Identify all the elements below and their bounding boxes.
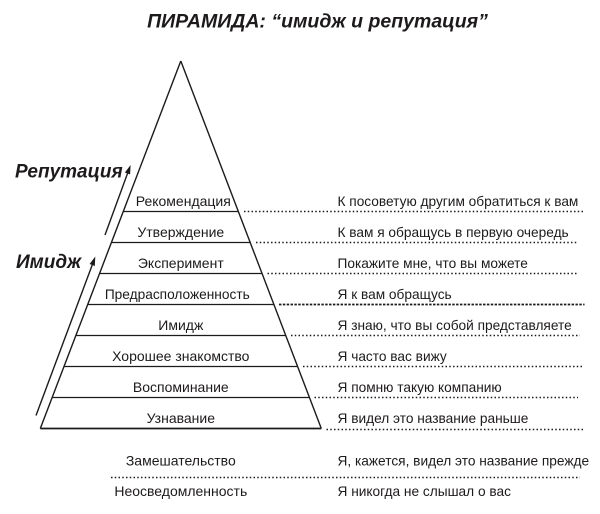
svg-text:Я к вам обращусь: Я к вам обращусь [338, 287, 452, 302]
svg-text:Хорошее знакомство: Хорошее знакомство [112, 348, 250, 364]
svg-text:К посоветую другим обратиться: К посоветую другим обратиться к вам [338, 194, 579, 209]
svg-text:К вам я обращусь в первую очер: К вам я обращусь в первую очередь [338, 225, 569, 240]
svg-text:Я видел это название раньше: Я видел это название раньше [338, 411, 529, 426]
svg-text:Рекомендация: Рекомендация [136, 193, 231, 209]
svg-text:Узнавание: Узнавание [147, 410, 216, 426]
svg-text:Покажите мне, что вы можете: Покажите мне, что вы можете [338, 256, 528, 271]
svg-text:Репутация: Репутация [15, 162, 123, 183]
svg-text:Я помню такую компанию: Я помню такую компанию [338, 380, 502, 395]
svg-text:Утверждение: Утверждение [137, 224, 224, 240]
svg-text:Имидж: Имидж [158, 317, 204, 333]
svg-text:Я никогда не слышал о вас: Я никогда не слышал о вас [338, 484, 512, 499]
svg-text:Неосведомленность: Неосведомленность [114, 483, 247, 499]
svg-text:Я часто вас вижу: Я часто вас вижу [338, 349, 447, 364]
svg-text:Предрасположенность: Предрасположенность [105, 287, 250, 302]
svg-text:ПИРАМИДА: “имидж и репутация”: ПИРАМИДА: “имидж и репутация” [147, 10, 488, 32]
svg-text:Воспоминание: Воспоминание [133, 379, 229, 395]
svg-text:Замешательство: Замешательство [126, 453, 236, 469]
svg-text:Я, кажется, видел это название: Я, кажется, видел это название прежде [338, 454, 590, 469]
svg-text:Имидж: Имидж [16, 252, 82, 273]
svg-text:Эксперимент: Эксперимент [138, 255, 224, 271]
svg-text:Я знаю, что вы собой представл: Я знаю, что вы собой представляете [338, 318, 572, 333]
